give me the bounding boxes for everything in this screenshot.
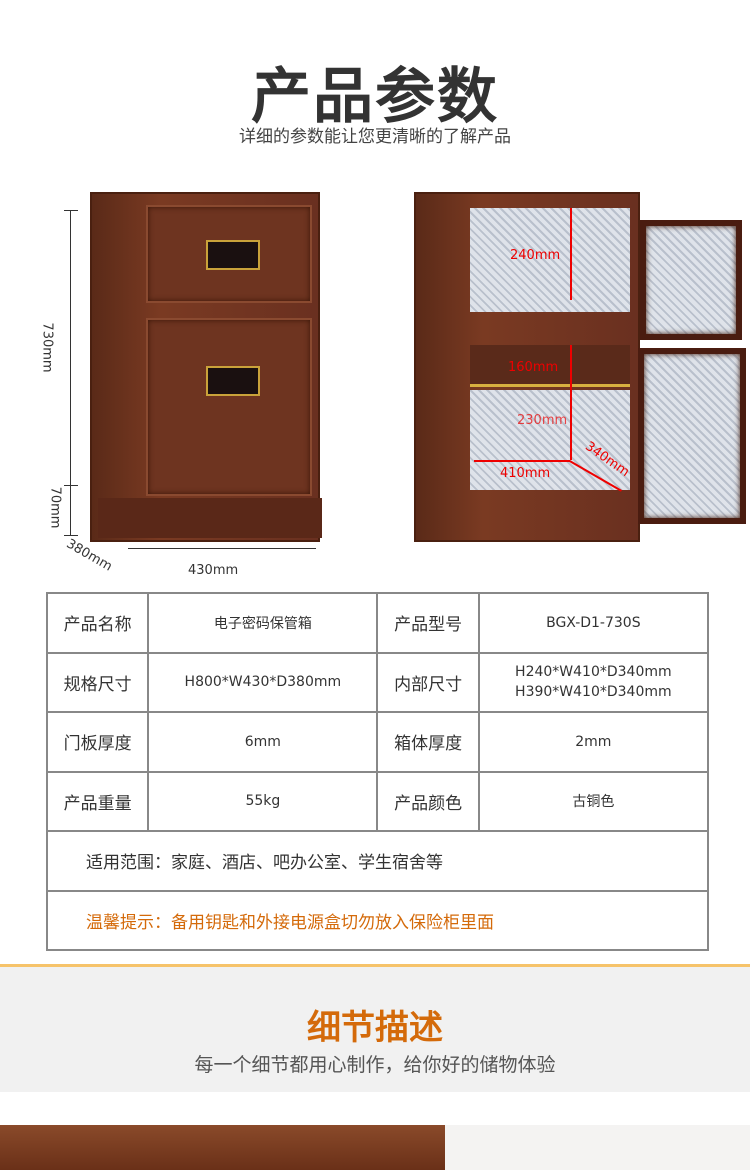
depth-label: 380mm [63,536,115,575]
label-color: 产品颜色 [376,770,480,832]
label-door-thickness: 门板厚度 [45,711,150,773]
label-model: 产品型号 [376,592,480,654]
detail-photo [0,1125,445,1170]
table-row: 规格尺寸 H800*W430*D380mm 内部尺寸 H240*W410*D34… [45,651,710,713]
value-door-thickness: 6mm [147,711,379,773]
label-product-name: 产品名称 [45,592,150,654]
warning-tip: 温馨提示：备用钥匙和外接电源盒切勿放入保险柜里面 [46,889,709,951]
upper-height-label: 240mm [510,248,561,263]
value-size: H800*W430*D380mm [147,651,379,713]
detail-photo-background [445,1125,750,1170]
table-row: 温馨提示：备用钥匙和外接电源盒切勿放入保险柜里面 [46,889,709,951]
value-body-thickness: 2mm [477,711,710,773]
label-weight: 产品重量 [45,770,150,832]
open-safe-image: 240mm 160mm 230mm 410mm 340mm [412,190,750,550]
label-body-thickness: 箱体厚度 [376,711,480,773]
details-title: 细节描述 [307,1008,443,1048]
lower-height-label: 230mm [517,413,568,428]
value-product-name: 电子密码保管箱 [147,592,379,654]
page-title: 产品参数 [251,62,499,132]
closed-safe-image: 730mm 70mm 380mm 430mm [0,190,340,590]
height-body-label: 730mm [39,322,55,373]
value-model: BGX-D1-730S [477,592,710,654]
page-subtitle: 详细的参数能让您更清晰的了解产品 [239,127,511,147]
inner-size-lower: H390*W410*D340mm [515,684,672,701]
drawer-height-label: 160mm [508,360,559,375]
table-row: 适用范围：家庭、酒店、吧办公室、学生宿舍等 [46,830,709,892]
keypad-icon [206,366,260,396]
label-inner-size: 内部尺寸 [376,651,480,713]
table-row: 产品名称 电子密码保管箱 产品型号 BGX-D1-730S [45,592,710,654]
label-size: 规格尺寸 [45,651,150,713]
value-color: 古铜色 [477,770,710,832]
inner-size-upper: H240*W410*D340mm [515,664,672,681]
details-subtitle: 每一个细节都用心制作，给你好的储物体验 [194,1054,556,1076]
width-label: 430mm [188,563,239,578]
height-base-label: 70mm [47,486,63,529]
inner-width-label: 410mm [500,466,551,481]
details-banner [0,964,750,1092]
value-weight: 55kg [147,770,379,832]
table-row: 门板厚度 6mm 箱体厚度 2mm [45,711,710,773]
usage-scope: 适用范围：家庭、酒店、吧办公室、学生宿舍等 [46,830,709,892]
table-row: 产品重量 55kg 产品颜色 古铜色 [45,770,710,832]
keypad-icon [206,240,260,270]
spec-table: 产品名称 电子密码保管箱 产品型号 BGX-D1-730S 规格尺寸 H800*… [45,592,710,951]
